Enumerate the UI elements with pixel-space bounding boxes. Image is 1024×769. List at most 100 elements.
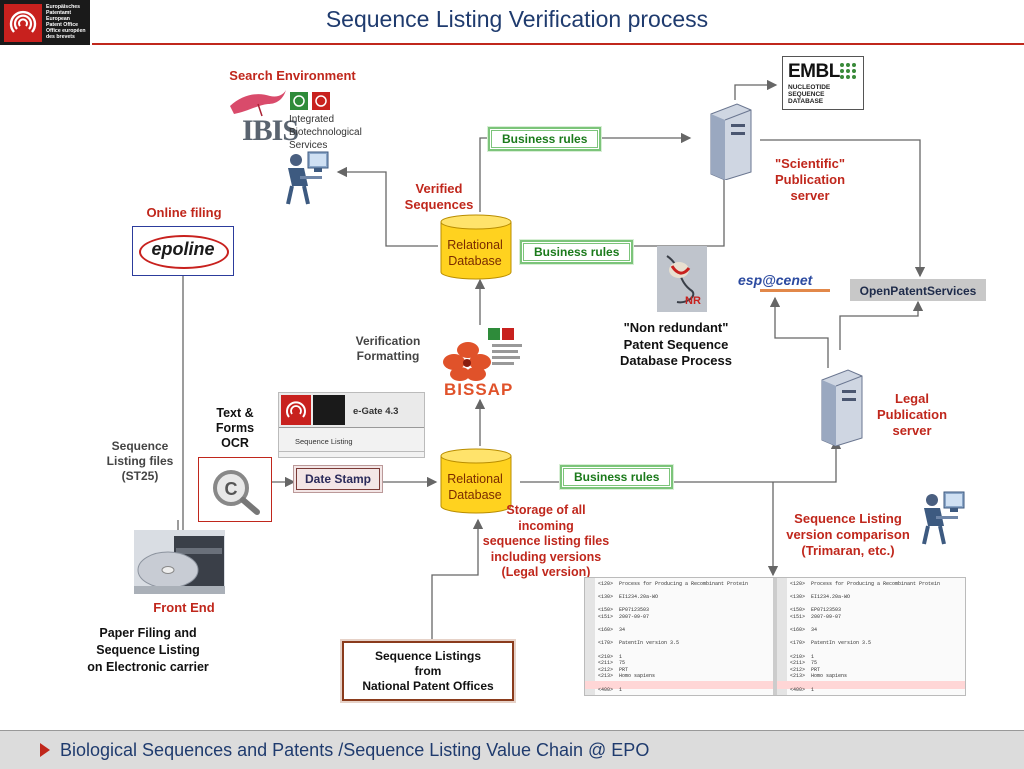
- logo-line: Patent Office: [46, 22, 78, 28]
- listing-line: <150> EP07123503: [790, 607, 842, 614]
- legal-label: server: [892, 423, 932, 438]
- magnifier-icon: C: [213, 470, 260, 515]
- ocr-label: OCR: [221, 436, 249, 450]
- egate-title: e-Gate 4.3: [353, 406, 399, 417]
- listing-line: [790, 647, 965, 654]
- listing-line: [790, 601, 965, 608]
- storage-label: including versions: [490, 549, 602, 564]
- listing-line: <160> 34: [790, 627, 818, 634]
- ocr-label: Forms: [215, 421, 255, 435]
- logo-line: des brevets: [46, 34, 75, 40]
- listing-line: [790, 621, 965, 628]
- listing-line: <400> 1: [790, 686, 815, 693]
- comparison-label: Sequence Listing: [794, 511, 902, 526]
- national-label: National Patent Offices: [362, 679, 494, 693]
- bissap-brand: BISSAP: [444, 380, 514, 399]
- business-rules-label: Business rules: [491, 130, 599, 148]
- seq-files-label: Sequence: [111, 439, 169, 453]
- business-rules-top: Business rules: [488, 127, 602, 151]
- ibis-brand: IBIS: [242, 114, 299, 147]
- date-stamp-box: Date Stamp: [296, 468, 380, 490]
- listing-line: [598, 588, 773, 595]
- espacenet-logo: esp@cenet: [738, 268, 830, 294]
- embl-line: SEQUENCE: [788, 91, 825, 98]
- listing-line: <150> EP07123503: [598, 607, 650, 614]
- listing-line: [598, 634, 773, 641]
- national-label: Sequence Listings: [374, 649, 482, 663]
- listing-line: [790, 680, 965, 687]
- listing-line: <212> PRT: [598, 666, 629, 673]
- listing-line: [790, 693, 965, 695]
- listing-line: [598, 621, 773, 628]
- title-rule: [92, 43, 1024, 45]
- listing-line: <170> PatentIn version 3.5: [790, 640, 872, 647]
- listing-line: <151> 2007-09-07: [790, 613, 842, 620]
- business-rules-label: Business rules: [563, 468, 671, 486]
- logo-line: Office européen: [46, 28, 86, 34]
- listing-line: <213> Homo sapiens: [598, 673, 656, 680]
- scientific-label: "Scientific": [774, 156, 846, 171]
- listing-line: <130> EI1234.20a-WO: [790, 594, 851, 601]
- egate-screenshot: e-Gate 4.3 Sequence Listing: [278, 392, 425, 458]
- paper-filing-label: Sequence Listing: [96, 643, 200, 657]
- seq-files-label: (ST25): [121, 469, 159, 483]
- non-redundant-icon: NR: [657, 246, 707, 312]
- relational-database-legal: Relational Database: [440, 448, 512, 514]
- embl-line: DATABASE: [788, 98, 824, 105]
- storage-label: sequence listing files: [482, 534, 610, 548]
- scientific-label: Publication: [774, 172, 846, 187]
- seq-files-label: Listing files: [106, 454, 174, 468]
- cd-drive-icon: [134, 530, 225, 594]
- epoline-text: epoline: [151, 239, 215, 259]
- listing-line: [598, 680, 773, 687]
- user-at-computer-icon: [286, 151, 329, 205]
- footer-text: Biological Sequences and Patents /Sequen…: [60, 740, 650, 760]
- comparison-label: (Trimaran, etc.): [801, 543, 895, 558]
- embl-line: NUCLEOTIDE: [788, 84, 831, 91]
- db-label-line: Relational: [447, 472, 503, 486]
- legal-server-icon: [821, 369, 863, 446]
- epo-logo-icon: [4, 4, 42, 42]
- paper-filing-label: on Electronic carrier: [87, 660, 209, 674]
- ops-label: OpenPatentServices: [859, 284, 977, 298]
- business-rules-bottom: Business rules: [560, 465, 674, 489]
- listing-pane-right: <120> Process for Producing a Recombinan…: [777, 578, 965, 695]
- db-label-line: Database: [448, 488, 502, 502]
- verification-label: Formatting: [356, 349, 420, 363]
- listing-line: [790, 588, 965, 595]
- listing-line: <211> 75: [790, 660, 818, 667]
- listing-line: <170> PatentIn version 3.5: [598, 640, 680, 647]
- logo-line: Patentamt: [46, 10, 72, 16]
- comparison-label: version comparison: [786, 527, 910, 542]
- storage-label: Storage of all: [506, 503, 586, 517]
- user-at-computer-icon: [922, 491, 965, 545]
- national-offices-box: Sequence Listings from National Patent O…: [342, 641, 514, 701]
- epo-small-logo-icon: [281, 395, 311, 425]
- embl-logo: EMBL NUCLEOTIDE SEQUENCE DATABASE: [782, 56, 864, 110]
- listing-line: <211> 75: [598, 660, 626, 667]
- listing-line: [598, 601, 773, 608]
- legal-label: Legal: [895, 391, 929, 406]
- online-filing-label: Online filing: [146, 205, 222, 220]
- egate-subtitle: Sequence Listing: [295, 437, 353, 446]
- footer-arrow-icon: [40, 743, 50, 757]
- listing-line: <213> Homo sapiens: [790, 673, 848, 680]
- listing-line: <212> PRT: [790, 666, 821, 673]
- db-label-line: Relational: [447, 238, 503, 252]
- listing-line: <400> 1: [598, 686, 623, 693]
- ocr-label: Text &: [216, 406, 254, 420]
- logo-line: European: [46, 16, 70, 22]
- listing-line: [598, 693, 773, 695]
- date-stamp-label: Date Stamp: [304, 472, 372, 486]
- search-environment-label: Search Environment: [229, 68, 356, 83]
- business-rules-middle: Business rules: [520, 240, 634, 264]
- relational-database-verified: Relational Database: [440, 214, 512, 280]
- logo-line: Europäisches: [46, 4, 81, 10]
- paper-filing-label: Paper Filing and: [99, 626, 197, 640]
- listing-line: <210> 1: [790, 653, 815, 660]
- storage-label: (Legal version): [501, 565, 591, 579]
- national-label: from: [414, 664, 442, 678]
- open-patent-services-box: OpenPatentServices: [850, 279, 986, 301]
- scientific-server-icon: [710, 103, 752, 180]
- listing-line: <210> 1: [598, 653, 623, 660]
